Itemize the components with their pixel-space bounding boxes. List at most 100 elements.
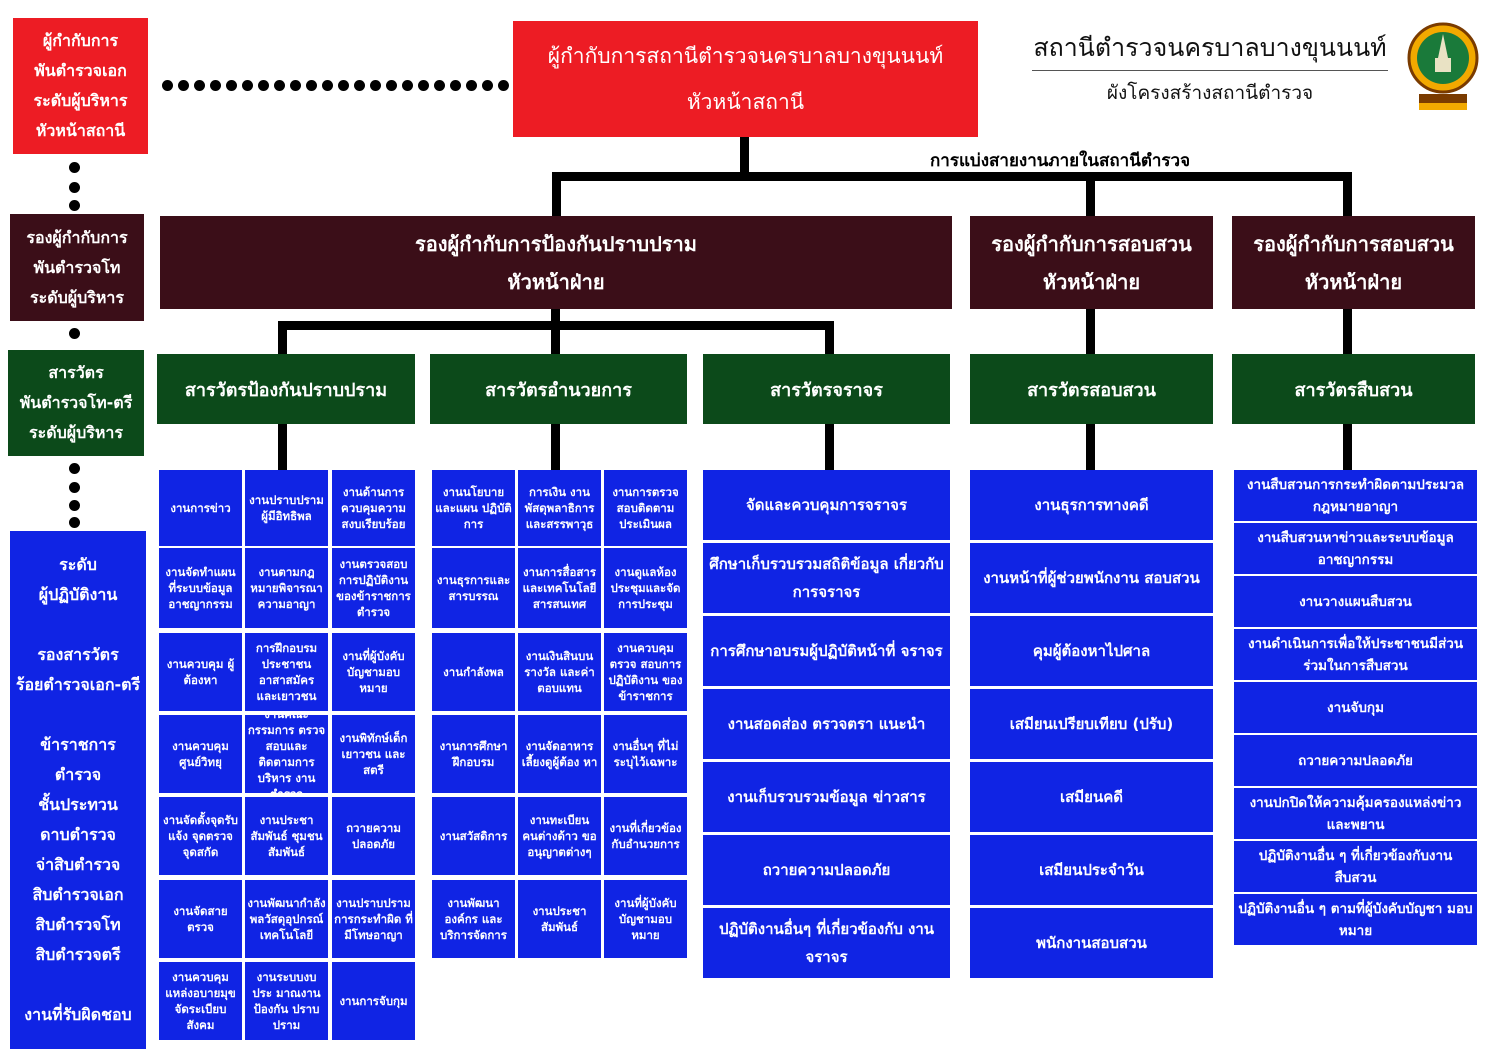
level-text: ข้าราชการ [40, 735, 116, 754]
level-text: ระดับ [59, 555, 97, 574]
deputy-role: หัวหน้าฝ่าย [1042, 269, 1141, 294]
level-text: ดาบตำรวจ [40, 825, 116, 844]
inspector-admin-box: สารวัตรอำนวยการ [430, 354, 687, 424]
level-text: สิบตำรวจเอก [32, 885, 124, 904]
connector-dot [162, 80, 173, 91]
connector-line [552, 172, 561, 216]
police-emblem-icon [1407, 22, 1479, 110]
deputy-title: รองผู้กำกับการสอบสวน [991, 231, 1192, 256]
traffic-task: การศึกษาอบรมผู้ปฏิบัติหน้าที่ จราจร [703, 616, 950, 686]
chart-subtitle: ผังโครงสร้างสถานีตำรวจ [1106, 82, 1314, 104]
operator-level-box: ระดับผู้ปฏิบัติงานรองสารวัตรร้อยตำรวจเอก… [10, 531, 146, 1049]
inspector-investigation-box: สารวัตรสืบสวน [1232, 354, 1475, 424]
connector-line [551, 424, 560, 470]
traffic-task: งานเก็บรวบรวมข้อมูล ข่าวสาร [703, 762, 950, 832]
level-text: ระดับผู้บริหาร [29, 423, 123, 442]
connector-dot [370, 80, 381, 91]
connector-line [278, 424, 287, 470]
level-text: ระดับผู้บริหาร [30, 287, 124, 307]
inspector-level-box: สารวัตรพันตำรวจโท-ตรีระดับผู้บริหาร [8, 350, 144, 456]
inspector-title: สารวัตรจราจร [770, 379, 883, 401]
investigation-task: งานวางแผนสืบสวน [1234, 576, 1477, 627]
traffic-task: ถวายความปลอดภัย [703, 835, 950, 905]
investigation-task: งานดำเนินการเพื่อให้ประชาชนมีส่วน ร่วมใน… [1234, 629, 1477, 680]
admin-task-cell: งานอื่นๆ ที่ไม่ ระบุไว้เฉพาะ [604, 715, 687, 793]
prevention-task-cell: งานควบคุม ศูนย์วิทยุ [159, 715, 242, 793]
traffic-task: ปฏิบัติงานอื่นๆ ที่เกี่ยวข้องกับ งานจราจ… [703, 908, 950, 978]
connector-dot [178, 80, 189, 91]
connector-dot [69, 500, 80, 511]
connector-line [825, 424, 834, 470]
header-divider [1032, 70, 1388, 71]
admin-task-cell: งานธุรการและ สารบรรณ [432, 548, 515, 628]
connector-line [1343, 309, 1352, 354]
connector-dot [194, 80, 205, 91]
inquiry-task: เสมียนประจำวัน [970, 835, 1213, 905]
level-text: ผู้ปฏิบัติงาน [38, 585, 118, 604]
prevention-task-cell: งานจัดสาย ตรวจ [159, 880, 242, 958]
admin-task-cell: งานทะเบียน คนต่างด้าว ขออนุญาตต่างๆ [518, 797, 601, 875]
admin-task-cell: งานการตรวจ สอบติดตาม ประเมินผล [604, 470, 687, 546]
connector-line [1343, 172, 1352, 216]
level-text: พันตำรวจเอก [34, 61, 127, 80]
connector-dot [258, 80, 269, 91]
level-text: พันตำรวจโท-ตรี [19, 393, 133, 412]
admin-task-cell: งานการศึกษา ฝึกอบรม [432, 715, 515, 793]
level-text: รองผู้กำกับการ [26, 227, 128, 247]
inspector-inquiry-box: สารวัตรสอบสวน [970, 354, 1213, 424]
admin-task-cell: งานจัดอาหาร เลี้ยงดูผู้ต้อง หา [518, 715, 601, 793]
prevention-task-cell: งานคณะกรรมการ ตรวจสอบและ ติดตามการบริหาร… [245, 715, 328, 793]
prevention-task-cell: งานปราบปราม การกระทำผิด ที่มีโทษอาญา [332, 880, 415, 958]
inspector-title: สารวัตรอำนวยการ [485, 379, 632, 401]
prevention-task-cell: งานพิทักษ์เด็ก เยาวชน และ สตรี [332, 715, 415, 793]
connector-line [551, 309, 560, 329]
inquiry-task: เสมียนเปรียบเทียบ (ปรับ) [970, 689, 1213, 759]
investigation-task: งานสืบสวนหาข่าวและระบบข้อมูล อาชญากรรม [1234, 523, 1477, 574]
connector-dot [322, 80, 333, 91]
connector-line [552, 172, 1352, 181]
traffic-task: จัดและควบคุมการจราจร [703, 470, 950, 540]
connector-dot [338, 80, 349, 91]
division-label: การแบ่งสายงานภายในสถานีตำรวจ [930, 151, 1191, 171]
connector-dot [242, 80, 253, 91]
level-text: หัวหน้าสถานี [35, 121, 126, 140]
admin-task-cell: งานการสื่อสาร และเทคโนโลยี สารสนเทศ [518, 548, 601, 628]
investigation-task: ถวายความปลอดภัย [1234, 735, 1477, 786]
prevention-task-cell: งานตามกฎ หมายพิจารณา ความอาญา [245, 548, 328, 628]
connector-dot [306, 80, 317, 91]
connector-dot [466, 80, 477, 91]
prevention-task-cell: งานควบคุม ผู้ต้องหา [159, 633, 242, 711]
admin-task-cell: งานดูแลห้อง ประชุมและจัด การประชุม [604, 548, 687, 628]
admin-task-cell: งานประชา สัมพันธ์ [518, 880, 601, 958]
inquiry-task: งานหน้าที่ผู้ช่วยพนักงาน สอบสวน [970, 543, 1213, 613]
connector-dot [210, 80, 221, 91]
level-text: จ่าสิบตำรวจ [35, 855, 121, 874]
prevention-task-cell: การฝึกอบรม ประชาชน อาสาสมัคร และเยาวชน [245, 633, 328, 711]
level-text: พันตำรวจโท [33, 257, 121, 277]
station-title: สถานีตำรวจนครบาลบางขุนนนท์ [1033, 33, 1387, 62]
prevention-task-cell: งานการข่าว [159, 470, 242, 546]
prevention-task-cell: งานระบบงบประ มาณงานป้องกัน ปราบปราม [245, 962, 328, 1040]
prevention-task-cell: งานพัฒนากำลัง พลวัสดุอุปกรณ์ เทคโนโลยี [245, 880, 328, 958]
admin-task-cell: งานนโยบาย และแผน ปฏิบัติการ [432, 470, 515, 546]
deputy-title: รองผู้กำกับการป้องกันปราบปราม [415, 231, 697, 256]
inquiry-task: เสมียนคดี [970, 762, 1213, 832]
inquiry-task: พนักงานสอบสวน [970, 908, 1213, 978]
admin-task-cell: งานสวัสดิการ [432, 797, 515, 875]
investigation-task: ปฏิบัติงานอื่น ๆ ที่เกี่ยวข้องกับงาน สืบ… [1234, 841, 1477, 892]
traffic-task: งานสอดส่อง ตรวจตรา แนะนำ [703, 689, 950, 759]
deputy-role: หัวหน้าฝ่าย [507, 269, 605, 294]
inquiry-task: คุมผู้ต้องหาไปศาล [970, 616, 1213, 686]
investigation-task: งานจับกุม [1234, 682, 1477, 733]
admin-task-cell: งานเงินสินบน รางวัล และค่า ตอบแทน [518, 633, 601, 711]
admin-task-cell: งานควบคุมตรวจ สอบการปฏิบัติงาน ของข้าราช… [604, 633, 687, 711]
connector-dot [69, 200, 80, 211]
deputy-inquiry-box: รองผู้กำกับการสอบสวน หัวหน้าฝ่าย [970, 216, 1213, 309]
connector-dot [450, 80, 461, 91]
connector-line [740, 137, 749, 177]
deputy-level-box: รองผู้กำกับการพันตำรวจโทระดับผู้บริหาร [10, 214, 144, 321]
chief-role: หัวหน้าสถานี [686, 90, 805, 114]
inspector-title: สารวัตรสอบสวน [1027, 379, 1156, 401]
level-text: สารวัตร [48, 363, 104, 382]
chief-title: ผู้กำกับการสถานีตำรวจนครบาลบางขุนนนท์ [547, 44, 944, 68]
